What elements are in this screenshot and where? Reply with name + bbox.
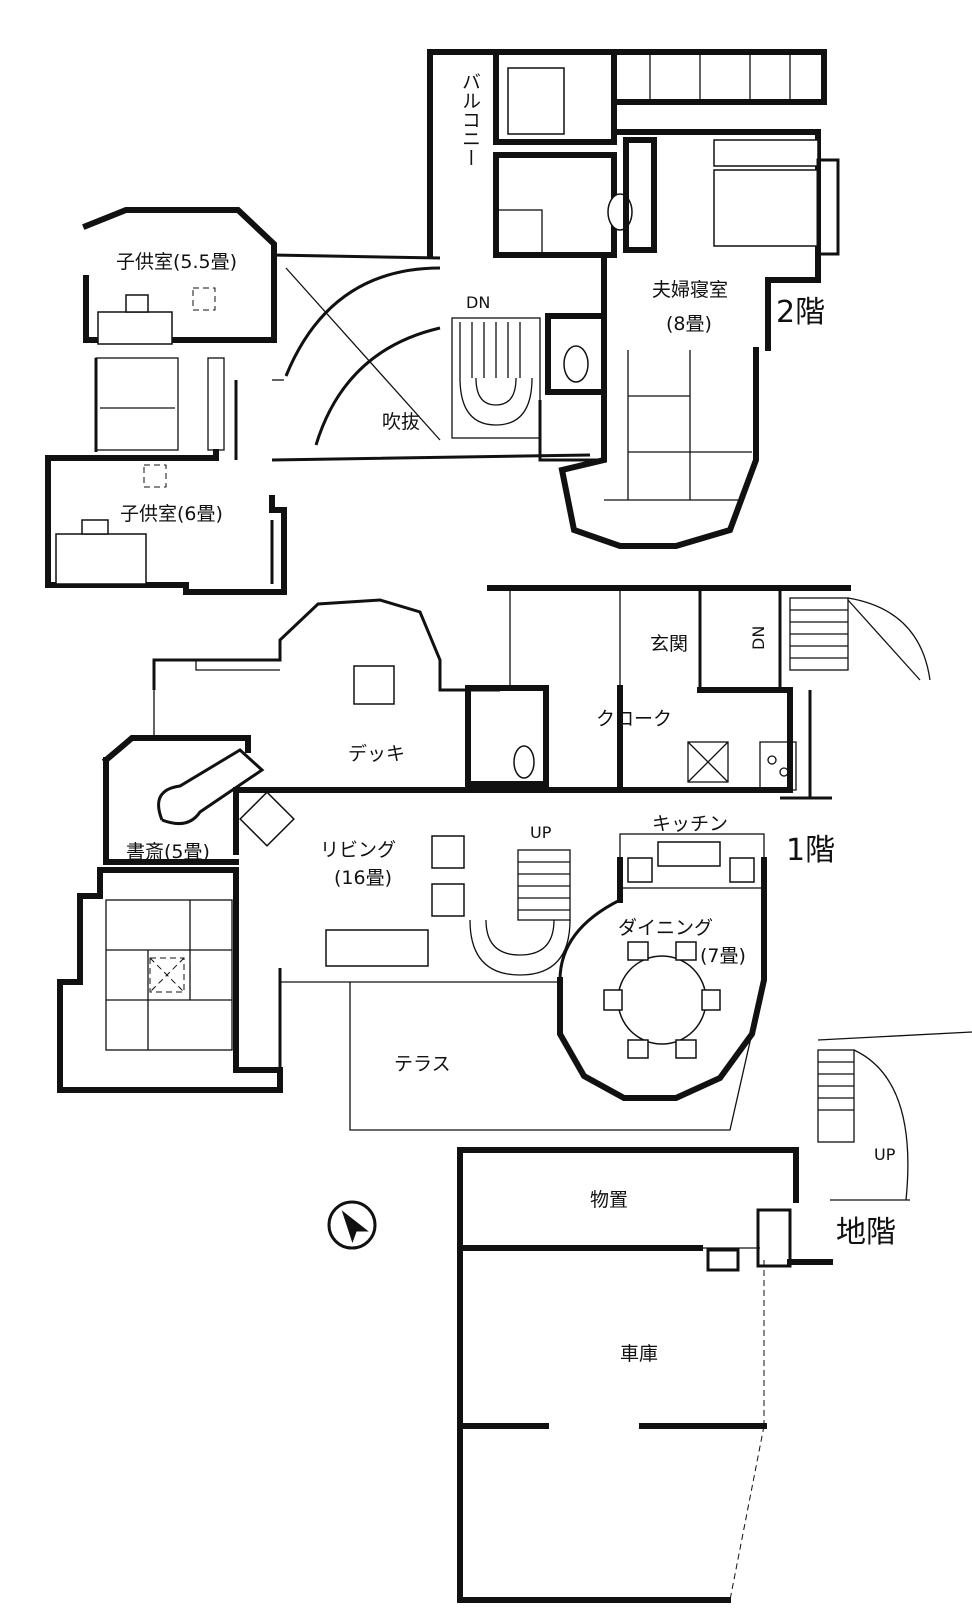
balcony-label: バルコニー: [459, 72, 481, 167]
first-floor: [57, 585, 931, 1131]
master-bedroom-label: 夫婦寝室: [652, 279, 728, 301]
kitchen-label: キッチン: [652, 813, 728, 835]
kids-room-2-label: 子供室(6畳): [120, 503, 223, 525]
dining-label: ダイニング: [618, 917, 713, 939]
second-floor: [45, 49, 840, 595]
void-label: 吹抜: [382, 411, 420, 433]
stairs-dn-entry: DN: [749, 626, 768, 650]
dining-size: (7畳): [700, 945, 746, 967]
garage-label: 車庫: [620, 1343, 658, 1365]
basement-floor-label: 地階: [836, 1215, 896, 1250]
master-bedroom-size: (8畳): [666, 313, 712, 335]
living-label: リビング: [320, 839, 396, 861]
kids-room-1-label: 子供室(5.5畳): [116, 251, 237, 273]
deck-label: デッキ: [348, 743, 405, 765]
living-size: (16畳): [334, 867, 392, 889]
first-floor-label: 1階: [786, 833, 835, 868]
stairs-up-basement: UP: [874, 1145, 896, 1164]
stairs-up-1f: UP: [530, 823, 552, 842]
study-label: 書斎(5畳): [126, 841, 210, 863]
terrace-label: テラス: [394, 1053, 451, 1075]
stairs-dn-2f: DN: [466, 293, 490, 312]
second-floor-label: 2階: [776, 295, 825, 330]
cloak-label: クローク: [596, 708, 672, 730]
entrance-label: 玄関: [650, 633, 688, 655]
basement-floor: [327, 1031, 972, 1603]
storage-label: 物置: [590, 1189, 628, 1211]
